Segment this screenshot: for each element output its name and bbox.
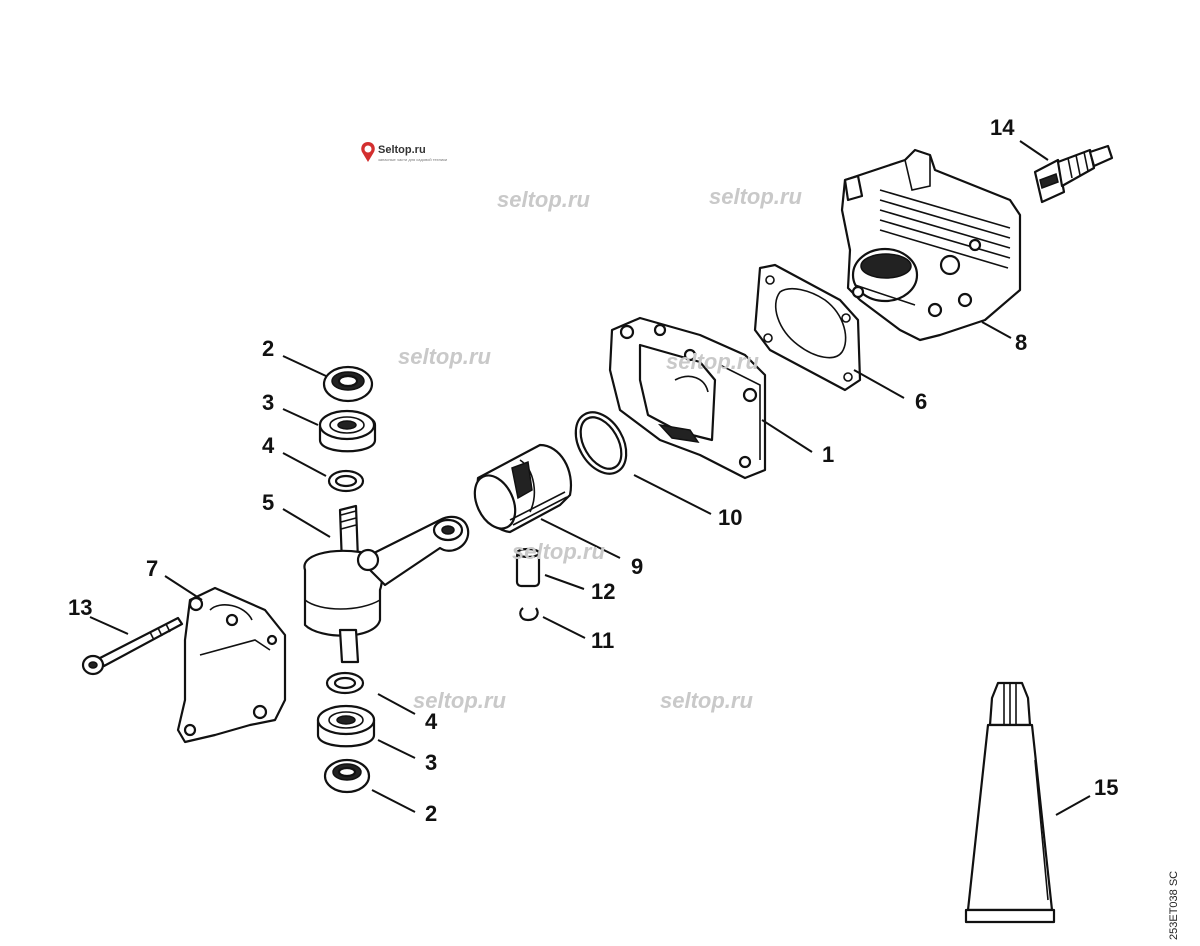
callout-7: 7: [146, 556, 159, 581]
ball-bearing-upper: [318, 409, 377, 453]
callout-10: 10: [718, 505, 743, 530]
callout-3-bottom: 3: [425, 750, 438, 775]
callout-8: 8: [1015, 330, 1028, 355]
piston-ring: [574, 411, 628, 475]
crankcase: [608, 316, 767, 480]
grease-tube: [964, 681, 1056, 924]
oil-seal-upper: [322, 365, 374, 403]
logo-subtext: запасные части для садовой техники: [378, 157, 448, 162]
logo-mark-icon: [361, 142, 375, 162]
callout-13: 13: [68, 595, 93, 620]
cylinder-gasket: [753, 263, 862, 392]
crankcase-cover: [176, 586, 287, 744]
callout-4-bottom: 4: [425, 709, 438, 734]
washer-upper: [327, 469, 365, 493]
washer-lower: [325, 671, 365, 695]
watermark: seltop.ru: [660, 688, 753, 713]
screw: [81, 616, 184, 676]
callout-5: 5: [262, 490, 275, 515]
watermark: seltop.ru: [398, 344, 491, 369]
callout-9: 9: [631, 554, 644, 579]
cylinder: [840, 148, 1022, 342]
callout-14: 14: [990, 115, 1015, 140]
callout-6: 6: [915, 389, 928, 414]
callout-15: 15: [1094, 775, 1119, 800]
watermark: seltop.ru: [666, 349, 759, 374]
watermark: seltop.ru: [709, 184, 802, 209]
watermark: seltop.ru: [413, 688, 506, 713]
circlip: [519, 607, 539, 622]
piston-pin: [515, 547, 541, 588]
crankshaft: [303, 504, 470, 664]
callout-11: 11: [591, 628, 615, 653]
callout-4-top: 4: [262, 433, 275, 458]
document-code: 253ET038 SC: [1168, 870, 1180, 940]
leader-lines: [89, 140, 1091, 816]
spark-plug: [1033, 144, 1114, 204]
callout-1: 1: [822, 442, 835, 467]
logo-text: Seltop.ru: [378, 144, 426, 156]
piston: [473, 443, 573, 534]
oil-seal-lower: [323, 758, 371, 794]
callout-2-bottom: 2: [425, 801, 438, 826]
ball-bearing-lower: [316, 704, 376, 748]
callout-3-top: 3: [262, 390, 275, 415]
watermark: seltop.ru: [497, 187, 590, 212]
callout-12: 12: [591, 579, 616, 604]
watermark: seltop.ru: [512, 539, 605, 564]
seltop-logo: Seltop.ru запасные части для садовой тех…: [358, 140, 448, 168]
callout-2-top: 2: [262, 336, 275, 361]
